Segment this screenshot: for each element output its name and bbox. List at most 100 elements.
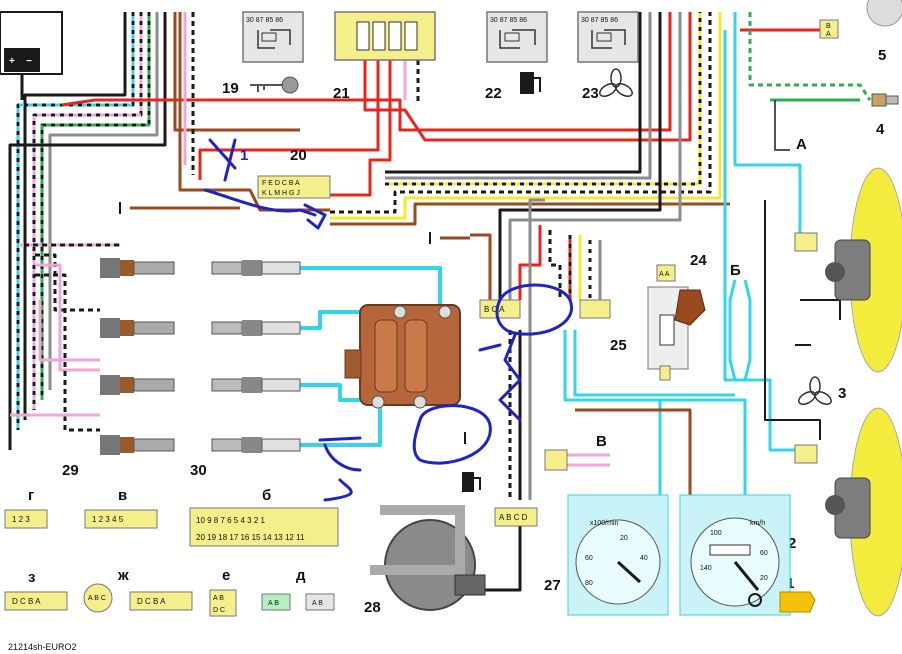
footer-code: 21214sh-EURO2 bbox=[8, 642, 77, 652]
label-3: 3 bbox=[838, 385, 846, 402]
legend-b: б bbox=[262, 487, 271, 504]
connector-e-row1: A B bbox=[213, 595, 224, 602]
legend-g: г bbox=[28, 487, 34, 504]
svg-text:−: − bbox=[26, 56, 32, 67]
label-21: 21 bbox=[333, 85, 350, 102]
label-A: А bbox=[796, 136, 807, 153]
injectors-29 bbox=[100, 258, 175, 455]
injector bbox=[100, 435, 175, 455]
relay-23: 30 87 85 86 bbox=[577, 11, 639, 63]
connector-g: 1 2 3 bbox=[12, 515, 30, 524]
relay-23-pins: 30 87 85 86 bbox=[581, 17, 618, 24]
tach-tick: 80 bbox=[585, 580, 593, 587]
label-6: 6 bbox=[854, 607, 855, 609]
svg-text:+: + bbox=[9, 56, 15, 67]
legend-zh: ж bbox=[117, 567, 129, 584]
label-22: 22 bbox=[485, 85, 502, 102]
annotation-text: 1 bbox=[240, 147, 248, 164]
sensor-4 bbox=[871, 93, 899, 107]
label-27: 27 bbox=[544, 577, 561, 594]
relay-19: 30 87 85 86 bbox=[242, 11, 304, 63]
label-23: 23 bbox=[582, 85, 599, 102]
relay-19-pins: 30 87 85 86 bbox=[246, 17, 283, 24]
label-B-cyr: Б bbox=[730, 262, 741, 279]
speedo-tick: 60 bbox=[760, 550, 768, 557]
tachometer-27: x100/min 20 40 60 80 bbox=[567, 494, 669, 616]
tach-tick: 60 bbox=[585, 555, 593, 562]
label-28: 28 bbox=[364, 599, 381, 616]
speedo-tick: 140 bbox=[700, 565, 712, 572]
speedo-tick: 20 bbox=[760, 575, 768, 582]
fuel-icon bbox=[462, 472, 481, 492]
label-30: 30 bbox=[190, 462, 207, 479]
fuse-block-21 bbox=[334, 11, 436, 61]
handwritten-annotations bbox=[203, 138, 574, 502]
fan-assembly-top bbox=[794, 167, 902, 373]
speedo-unit: km/h bbox=[750, 520, 765, 527]
relay-22-pins: 30 87 85 86 bbox=[490, 17, 527, 24]
speedo-tick: 100 bbox=[710, 530, 722, 537]
fan-icon bbox=[599, 68, 633, 97]
module-24: A A bbox=[647, 264, 706, 381]
injector bbox=[100, 258, 175, 278]
label-V: В bbox=[596, 433, 607, 450]
label-25: 25 bbox=[610, 337, 627, 354]
legend-e: е bbox=[222, 567, 230, 584]
wire-layer bbox=[8, 12, 872, 592]
svg-text:B: B bbox=[826, 23, 831, 30]
relay-22: 30 87 85 86 bbox=[486, 11, 548, 63]
connector-V bbox=[544, 449, 568, 471]
label-4: 4 bbox=[876, 121, 885, 138]
connector-z: D C B A bbox=[12, 597, 41, 606]
label-2: 2 bbox=[788, 535, 796, 552]
key-icon bbox=[250, 76, 299, 94]
tach-unit: x100/min bbox=[590, 520, 619, 527]
label-19: 19 bbox=[222, 80, 239, 97]
fan-icon bbox=[798, 376, 832, 405]
label-20: 20 bbox=[290, 147, 307, 164]
injector bbox=[100, 375, 175, 395]
tach-tick: 20 bbox=[620, 535, 628, 542]
spark-plug bbox=[211, 377, 301, 393]
connector-B bbox=[728, 279, 752, 381]
connector-20-bottom: K L M H G J bbox=[262, 190, 300, 197]
injector bbox=[100, 318, 175, 338]
connector-5: B A bbox=[819, 19, 839, 39]
fuel-pump-28 bbox=[370, 505, 486, 611]
connector-z2: D C B A bbox=[137, 597, 166, 606]
fan-assembly-bottom bbox=[794, 407, 902, 617]
connector-d-grey: A B bbox=[312, 600, 323, 607]
connector-abcd-label: A B C D bbox=[499, 513, 528, 522]
legend-v: в bbox=[118, 487, 127, 504]
legend-connectors: г 1 2 3 в 1 2 3 4 5 б 10 9 8 7 6 5 4 3 2… bbox=[4, 487, 339, 617]
connector-25: B C A bbox=[479, 299, 611, 319]
legend-d: д bbox=[296, 567, 306, 584]
connector-d-green: A B bbox=[268, 600, 279, 607]
ground-symbol bbox=[119, 202, 811, 444]
sensor-5 bbox=[866, 0, 902, 27]
spark-plug bbox=[211, 437, 301, 453]
spark-plugs-30 bbox=[211, 260, 301, 453]
fuel-pump-icon bbox=[520, 72, 541, 94]
speedometer: km/h 100 140 60 20 bbox=[679, 494, 791, 616]
connector-b-row2: 20 19 18 17 16 15 14 13 12 11 bbox=[196, 533, 305, 542]
label-5: 5 bbox=[878, 47, 886, 64]
connector-e-row2: D C bbox=[213, 607, 225, 614]
tach-tick: 40 bbox=[640, 555, 648, 562]
legend-z: з bbox=[28, 569, 35, 586]
connector-20-top: F E D C B A bbox=[262, 180, 300, 187]
connector-abcd: A B C D bbox=[494, 507, 538, 527]
connector-20: F E D C B A K L M H G J bbox=[257, 175, 331, 199]
spark-plug bbox=[211, 260, 301, 276]
connector-b-row1: 10 9 8 7 6 5 4 3 2 1 bbox=[196, 516, 265, 525]
spark-plug bbox=[211, 320, 301, 336]
label-24: 24 bbox=[690, 252, 707, 269]
battery: + − bbox=[0, 11, 63, 75]
connector-25-left: B C A bbox=[484, 305, 505, 314]
svg-text:A: A bbox=[826, 31, 831, 38]
check-engine-icon bbox=[748, 591, 816, 613]
svg-text:A A: A A bbox=[659, 271, 670, 278]
connector-v: 1 2 3 4 5 bbox=[92, 515, 124, 524]
connector-zh: A B C bbox=[88, 595, 106, 602]
